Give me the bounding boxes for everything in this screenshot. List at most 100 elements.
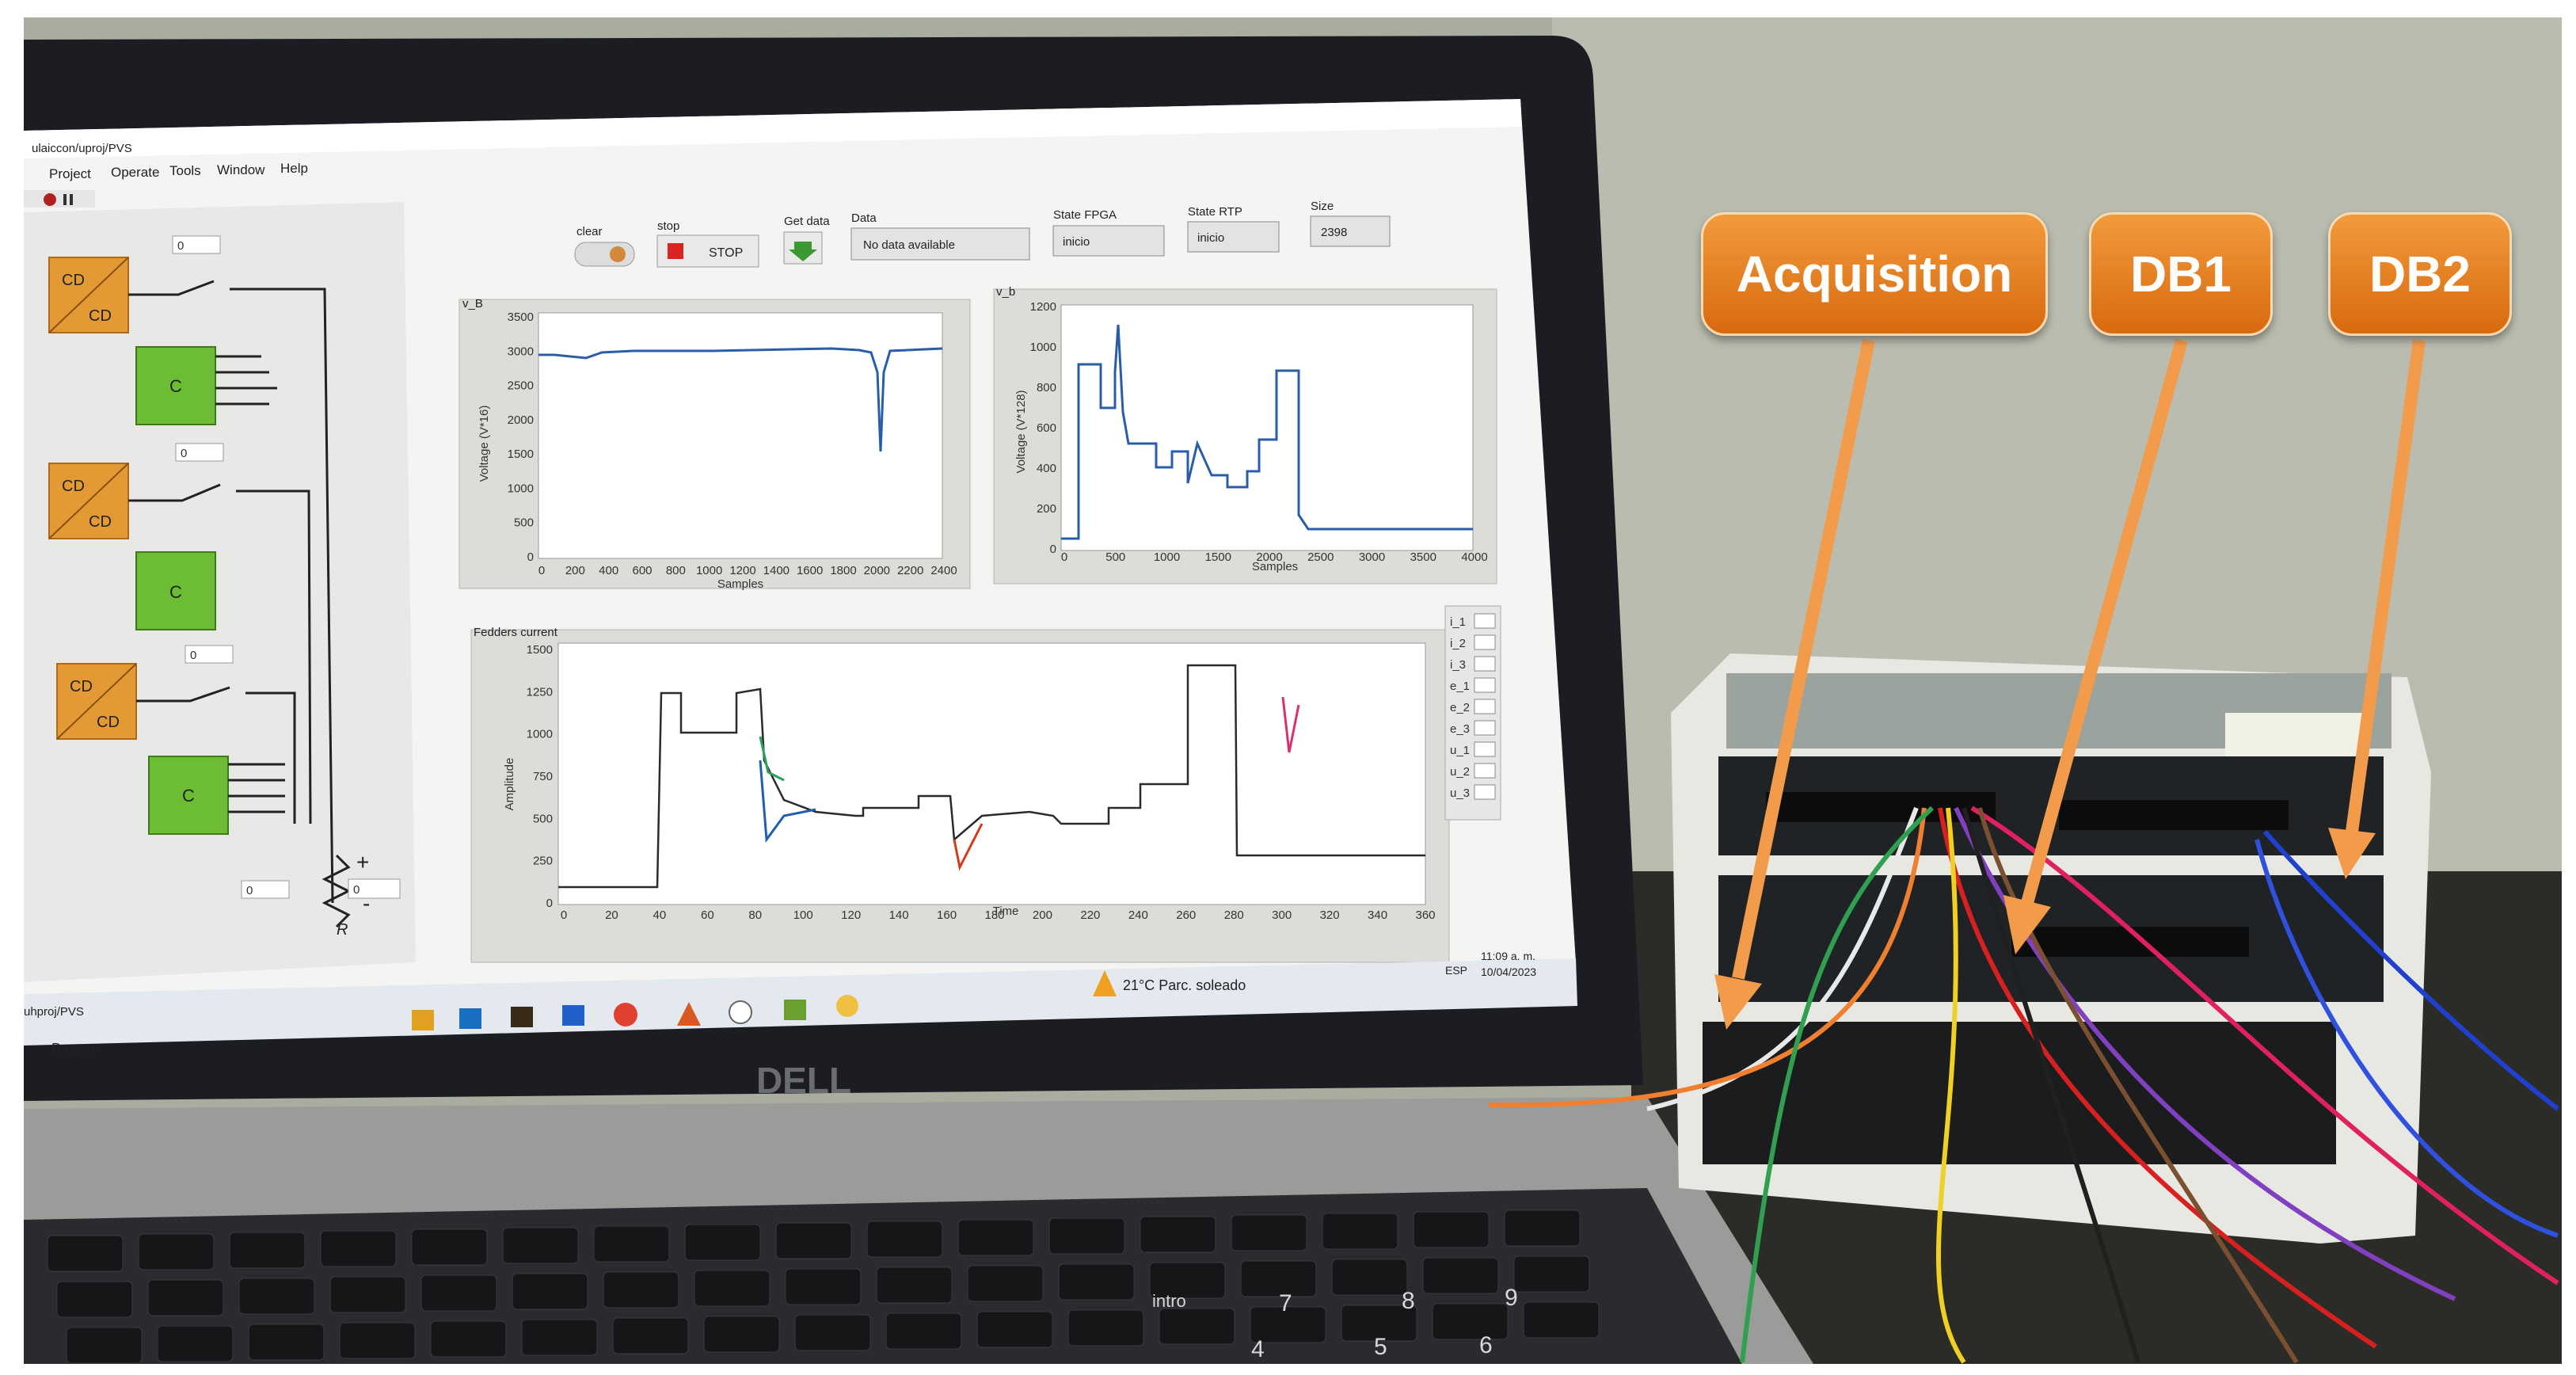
svg-text:0: 0 (353, 883, 360, 897)
x-tick-label: 180 (984, 908, 1004, 922)
key (967, 1265, 1044, 1302)
key-8: 8 (1402, 1288, 1415, 1314)
svg-text:C: C (169, 582, 182, 602)
x-tick-label: 40 (653, 908, 667, 922)
y-tick-label: 0 (1050, 543, 1056, 556)
svg-text:-: - (363, 891, 370, 916)
x-tick-label: 4000 (1461, 550, 1487, 564)
key (56, 1281, 133, 1318)
clear-label: clear (576, 225, 603, 238)
legend-entry: e_1 (1450, 680, 1470, 693)
y-tick-label: 1500 (508, 448, 534, 461)
settings-icon[interactable] (729, 1000, 752, 1024)
key (684, 1224, 761, 1261)
svg-text:0: 0 (190, 649, 196, 662)
key (238, 1278, 315, 1315)
abort-icon[interactable] (44, 193, 56, 206)
menu-tools[interactable]: Tools (169, 163, 201, 178)
y-tick-label: 500 (514, 516, 534, 530)
y-tick-label: 0 (546, 897, 553, 910)
connector-2 (2059, 800, 2289, 830)
menu-window[interactable]: Window (217, 162, 265, 177)
word-icon[interactable] (562, 1005, 584, 1026)
feeders-series-red (953, 823, 984, 871)
key (866, 1221, 943, 1258)
legend-swatch (1474, 699, 1496, 714)
x-tick-label: 60 (701, 908, 714, 922)
x-tick-label: 2000 (1256, 550, 1282, 564)
state-rtp-label: State RTP (1188, 205, 1242, 219)
db2-arrow (2346, 339, 2426, 833)
vb2-series-line (1061, 324, 1473, 540)
labview-icon[interactable] (511, 1007, 533, 1027)
menu-help[interactable]: Help (280, 161, 308, 176)
file-explorer-icon[interactable] (412, 1010, 434, 1030)
clock-time: 11:09 a. m. (1481, 950, 1535, 962)
x-tick-label: 220 (1080, 908, 1100, 922)
y-tick-label: 600 (1037, 421, 1056, 435)
taskbar-search[interactable]: Buscar (51, 1041, 96, 1057)
x-tick-label: 240 (1128, 908, 1148, 922)
app-icon[interactable] (836, 995, 858, 1017)
key (521, 1319, 598, 1356)
get-data-button[interactable] (783, 231, 823, 265)
key (1341, 1305, 1417, 1342)
data-indicator (850, 227, 1030, 261)
x-tick-label: 0 (561, 908, 567, 922)
key (1250, 1306, 1326, 1343)
svg-text:inicio: inicio (1197, 231, 1224, 245)
legend-entry: i_1 (1450, 615, 1466, 629)
chart-feeders: Fedders current Amplitude Time 150012501… (470, 626, 1450, 963)
svg-text:0: 0 (181, 447, 187, 460)
key (512, 1273, 588, 1310)
weather-text: 21°C Parc. soleado (1123, 977, 1246, 993)
x-tick-label: 2400 (930, 564, 957, 577)
key (1523, 1301, 1600, 1339)
svg-text:CD: CD (62, 478, 85, 495)
chart-vb2: v_b Voltage (V*128) Samples 120010008006… (993, 285, 1497, 585)
state-rtp-indicator (1187, 221, 1280, 253)
feeders-series-blue (759, 760, 816, 844)
y-tick-label: 3500 (508, 310, 534, 324)
legend-swatch (1474, 613, 1496, 629)
mail-icon[interactable] (459, 1008, 481, 1029)
menu-project[interactable]: Project (49, 166, 91, 181)
legend-swatch (1474, 677, 1496, 693)
feeders-series-dark (558, 664, 1425, 889)
svg-text:C: C (182, 786, 195, 806)
key (1048, 1217, 1125, 1255)
key (976, 1311, 1053, 1348)
key (229, 1232, 306, 1269)
controller-block-1 (135, 346, 216, 425)
x-tick-label: 200 (1033, 908, 1052, 922)
x-tick-label: 1000 (696, 564, 722, 577)
chart-feeders-plot (557, 642, 1426, 905)
lang-indicator[interactable]: ESP (1445, 964, 1467, 977)
legend-entry: u_1 (1450, 744, 1470, 757)
x-tick-label: 600 (632, 564, 652, 577)
svg-text:v_B: v_B (462, 297, 483, 310)
svg-text:Fedders current: Fedders current (474, 626, 558, 639)
x-tick-label: 1800 (830, 564, 856, 577)
x-tick-label: 3500 (1410, 550, 1436, 564)
chrome-icon[interactable] (614, 1003, 637, 1026)
menu-bar: Project Operate Tools Window Help (49, 161, 308, 181)
stack-app-icon[interactable] (784, 1000, 806, 1020)
download-arrow-icon (789, 242, 817, 261)
key (320, 1230, 397, 1267)
resistor-label: R (337, 921, 348, 939)
pause-icon[interactable] (63, 194, 67, 205)
x-tick-label: 800 (666, 564, 686, 577)
key (1422, 1257, 1499, 1294)
matlab-icon[interactable] (677, 1002, 701, 1026)
stop-label: stop (657, 219, 679, 233)
svg-text:2398: 2398 (1321, 226, 1347, 239)
y-tick-label: 0 (527, 550, 534, 564)
key-7: 7 (1279, 1290, 1292, 1316)
y-tick-label: 200 (1037, 502, 1056, 516)
size-label: Size (1311, 200, 1334, 213)
menu-operate[interactable]: Operate (111, 165, 159, 180)
resistor-plus: + (356, 850, 369, 874)
taskbar-vi-tab[interactable]: uhproj/PVS (24, 1005, 84, 1019)
svg-text:CD: CD (89, 307, 112, 325)
